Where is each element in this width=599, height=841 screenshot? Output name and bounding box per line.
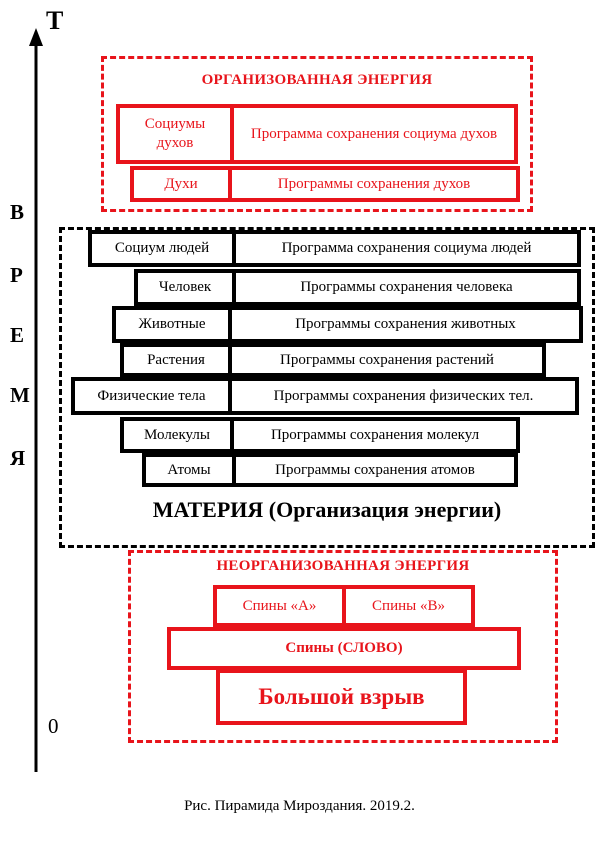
human-program-box: Программы сохранения человека [232,269,581,306]
organized-energy-title: ОРГАНИЗОВАННАЯ ЭНЕРГИЯ [201,72,433,88]
spirit-society-program-box: Программа сохранения социума духов [230,104,518,164]
unorganized-energy-frame [128,550,558,743]
plants-program-box: Программы сохранения растений [228,343,546,377]
figure-caption: Рис. Пирамида Мироздания. 2019.2. [184,798,415,814]
side-letter: М [10,383,30,407]
axis-top-label: T [46,6,64,35]
big-bang-box: Большой взрыв [216,669,467,725]
matter-frame [59,227,595,548]
physical-bodies-label-box: Физические тела [71,377,232,415]
spirits-program-box: Программы сохранения духов [228,166,520,202]
atoms-label-box: Атомы [142,453,236,487]
human-society-program-box: Программа сохранения социума людей [232,230,581,267]
organized-energy-frame [101,56,533,212]
spins-word-box: Спины (СЛОВО) [167,627,521,670]
animals-label-box: Животные [112,306,232,343]
time-axis-arrowhead [29,28,43,46]
animals-program-box: Программы сохранения животных [228,306,583,343]
side-letter: В [10,200,25,224]
side-letter: Я [10,446,26,470]
spins-a-box: Спины «А» [213,585,346,627]
time-axis [29,28,43,772]
physical-bodies-program-box: Программы сохранения физических тел. [228,377,579,415]
molecules-program-box: Программы сохранения молекул [230,417,520,453]
human-label-box: Человек [134,269,236,306]
axis-bottom-label: 0 [48,714,59,738]
plants-label-box: Растения [120,343,232,377]
spins-b-box: Спины «В» [342,585,475,627]
matter-title: МАТЕРИЯ (Организация энергии) [152,497,502,522]
side-letter: Е [10,323,25,347]
atoms-program-box: Программы сохранения атомов [232,453,518,487]
spirits-label-box: Духи [130,166,232,202]
spirit-society-label-box: Социумы духов [116,104,234,164]
molecules-label-box: Молекулы [120,417,234,453]
unorganized-energy-title: НЕОРГАНИЗОВАННАЯ ЭНЕРГИЯ [216,558,470,574]
side-letter: Р [10,263,23,287]
human-society-label-box: Социум людей [88,230,236,267]
